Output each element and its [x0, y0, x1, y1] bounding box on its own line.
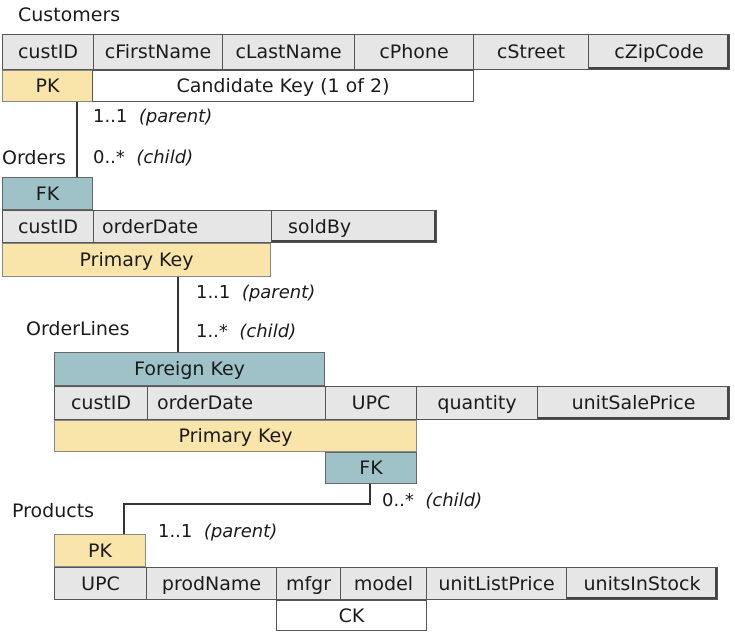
customers-candidate-key: Candidate Key (1 of 2)	[92, 70, 474, 102]
rel3-parent-role: (parent)	[203, 521, 278, 542]
orders-col-orderdate: orderDate	[93, 210, 272, 243]
products-col-prodname: prodName	[146, 567, 277, 600]
products-col-unitlistprice: unitListPrice	[426, 567, 567, 600]
customers-col-cstreet: cStreet	[473, 34, 589, 70]
customers-pk: PK	[2, 70, 93, 102]
products-title: Products	[12, 500, 95, 522]
products-ck: CK	[276, 600, 427, 631]
rel3-child-role: (child)	[425, 490, 483, 511]
rel2-parent-role: (parent)	[241, 282, 316, 303]
rel3-child-label: 0..* (child)	[382, 492, 482, 510]
products-col-upc: UPC	[54, 567, 147, 600]
relationship-line-orderlines-products-vertical-a	[369, 484, 371, 504]
rel3-child-cardinality: 0..*	[382, 490, 414, 511]
products-pk: PK	[54, 534, 146, 567]
orderlines-title: OrderLines	[26, 318, 130, 340]
orders-col-soldby: soldBy	[271, 210, 437, 243]
orders-col-custid: custID	[2, 210, 94, 243]
relationship-line-orderlines-products-horizontal	[123, 503, 371, 505]
customers-col-czipcode: cZipCode	[588, 34, 730, 70]
rel1-child-role: (child)	[136, 147, 194, 168]
products-col-unitsinstock: unitsInStock	[566, 567, 718, 600]
products-col-mfgr: mfgr	[276, 567, 341, 600]
rel3-parent-label: 1..1 (parent)	[158, 523, 277, 541]
rel2-parent-cardinality: 1..1	[196, 282, 231, 303]
orders-fk: FK	[2, 177, 93, 210]
rel1-child-label: 0..* (child)	[93, 149, 193, 167]
orders-title: Orders	[2, 147, 66, 169]
rel2-child-label: 1..* (child)	[196, 323, 296, 341]
relationship-line-orderlines-products-vertical-b	[123, 503, 125, 534]
rel1-child-cardinality: 0..*	[93, 147, 125, 168]
orderlines-fk-upc: FK	[325, 452, 417, 484]
orderlines-col-orderdate: orderDate	[147, 386, 326, 420]
customers-col-cphone: cPhone	[354, 34, 474, 70]
orderlines-foreign-key: Foreign Key	[54, 352, 325, 386]
orderlines-col-upc: UPC	[325, 386, 417, 420]
customers-title: Customers	[18, 4, 121, 26]
products-col-model: model	[340, 567, 427, 600]
rel3-parent-cardinality: 1..1	[158, 521, 193, 542]
customers-col-cfirstname: cFirstName	[93, 34, 223, 70]
relationship-line-orders-orderlines	[177, 277, 179, 352]
rel2-child-role: (child)	[239, 321, 297, 342]
orderlines-col-custid: custID	[54, 386, 148, 420]
orders-primary-key: Primary Key	[2, 243, 271, 277]
rel1-parent-role: (parent)	[138, 106, 213, 127]
orderlines-col-quantity: quantity	[416, 386, 538, 420]
rel2-child-cardinality: 1..*	[196, 321, 228, 342]
orderlines-col-unitsaleprice: unitSalePrice	[537, 386, 730, 420]
rel1-parent-cardinality: 1..1	[93, 106, 128, 127]
customers-col-custid: custID	[2, 34, 94, 70]
rel2-parent-label: 1..1 (parent)	[196, 284, 315, 302]
relationship-line-customers-orders	[76, 102, 78, 177]
orderlines-primary-key: Primary Key	[54, 420, 417, 452]
customers-col-clastname: cLastName	[222, 34, 355, 70]
rel1-parent-label: 1..1 (parent)	[93, 108, 212, 126]
